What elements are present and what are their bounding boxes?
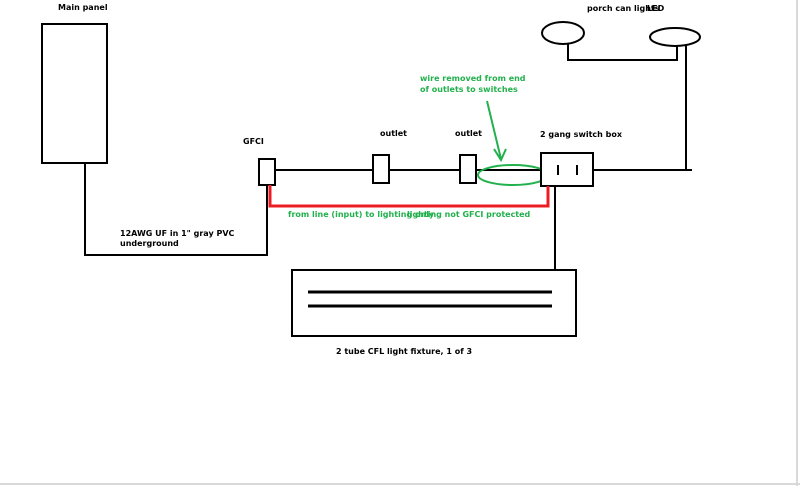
porch-light-link xyxy=(567,44,678,61)
main-panel xyxy=(41,23,108,164)
wire-note-line1: wire removed from end xyxy=(420,74,526,83)
porch-can-light-1 xyxy=(541,21,585,45)
wire-note-line2: of outlets to switches xyxy=(420,85,518,94)
cable-label-line1: 12AWG UF in 1" gray PVC xyxy=(120,229,235,238)
switch-box xyxy=(540,152,594,187)
switch-box-label: 2 gang switch box xyxy=(540,130,623,139)
fixture-label: 2 tube CFL light fixture, 1 of 3 xyxy=(336,347,472,356)
removed-wire-highlight xyxy=(477,164,549,186)
gfci-outlet xyxy=(258,158,276,186)
lighting-feed-wire xyxy=(268,185,550,208)
outlet-2-label: outlet xyxy=(455,129,482,138)
led-label: LED xyxy=(647,4,665,13)
not-protected-label: lighting not GFCI protected xyxy=(407,210,531,219)
wire-note-arrow-shaft xyxy=(486,100,502,160)
outlet-2 xyxy=(459,154,477,184)
cfl-light-fixture xyxy=(291,269,577,337)
main-panel-label: Main panel xyxy=(58,3,108,12)
porch-lights-label: porch can lights xyxy=(587,4,660,13)
from-line-label: from line (input) to lighting only xyxy=(288,210,435,219)
outlet-1 xyxy=(372,154,390,184)
porch-can-light-2 xyxy=(649,27,701,47)
gfci-label: GFCI xyxy=(243,137,264,146)
cable-label-line2: underground xyxy=(120,239,179,248)
wire-note-arrow-head xyxy=(493,148,507,163)
underground-feed-wire xyxy=(84,163,268,256)
outlet-1-label: outlet xyxy=(380,129,407,138)
